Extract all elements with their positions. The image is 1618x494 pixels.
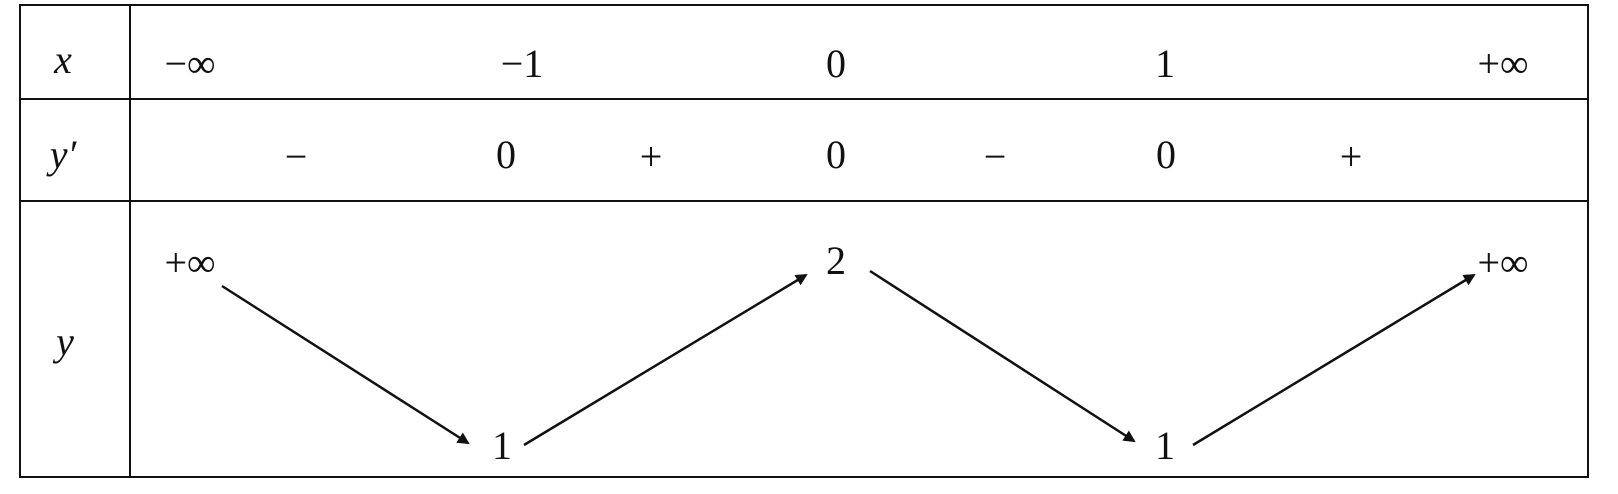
derivative-sign: + <box>1339 134 1363 179</box>
x-value: −1 <box>500 41 544 86</box>
x-value: 0 <box>826 41 846 86</box>
derivative-zero: 0 <box>1156 132 1176 177</box>
derivative-zero: 0 <box>826 132 846 177</box>
x-value: −∞ <box>164 41 216 86</box>
table-border <box>19 4 1589 478</box>
y-value-end: +∞ <box>1477 240 1529 285</box>
y-value-min-right: 1 <box>1155 423 1175 468</box>
derivative-sign: + <box>639 134 663 179</box>
y-value-max: 2 <box>826 238 846 283</box>
row-header-y: y <box>56 319 74 364</box>
derivative-sign: − <box>983 134 1007 179</box>
derivative-zero: 0 <box>496 132 516 177</box>
arrow-increasing-right <box>1192 273 1476 447</box>
y-value-min-left: 1 <box>492 423 512 468</box>
arrow-decreasing-left <box>221 284 470 445</box>
x-value: +∞ <box>1477 41 1529 86</box>
arrow-decreasing-right <box>869 269 1136 443</box>
arrow-increasing-left <box>523 273 808 447</box>
y-value-start: +∞ <box>164 240 216 285</box>
x-value: 1 <box>1155 41 1175 86</box>
derivative-sign: − <box>284 134 308 179</box>
row-header-y-prime: y′ <box>49 132 77 177</box>
row-header-x: x <box>54 37 72 82</box>
